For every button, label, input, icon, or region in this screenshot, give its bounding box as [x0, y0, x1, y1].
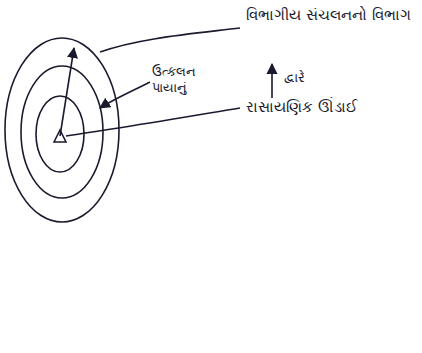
callout-label: દ્વારે [282, 70, 307, 86]
radius-arrow [60, 48, 74, 136]
leader-arrow [100, 82, 150, 108]
leader-line [66, 108, 240, 136]
leader-line [100, 28, 240, 52]
callout-label: રાસાયણિક ઊંડાઈ [244, 98, 360, 117]
up-arrow [271, 64, 273, 98]
callout-label: ઉત્કલન પાયાનું [150, 64, 234, 97]
callout-label: વિભાગીય સંચલનનો વિભાગ [244, 6, 413, 25]
